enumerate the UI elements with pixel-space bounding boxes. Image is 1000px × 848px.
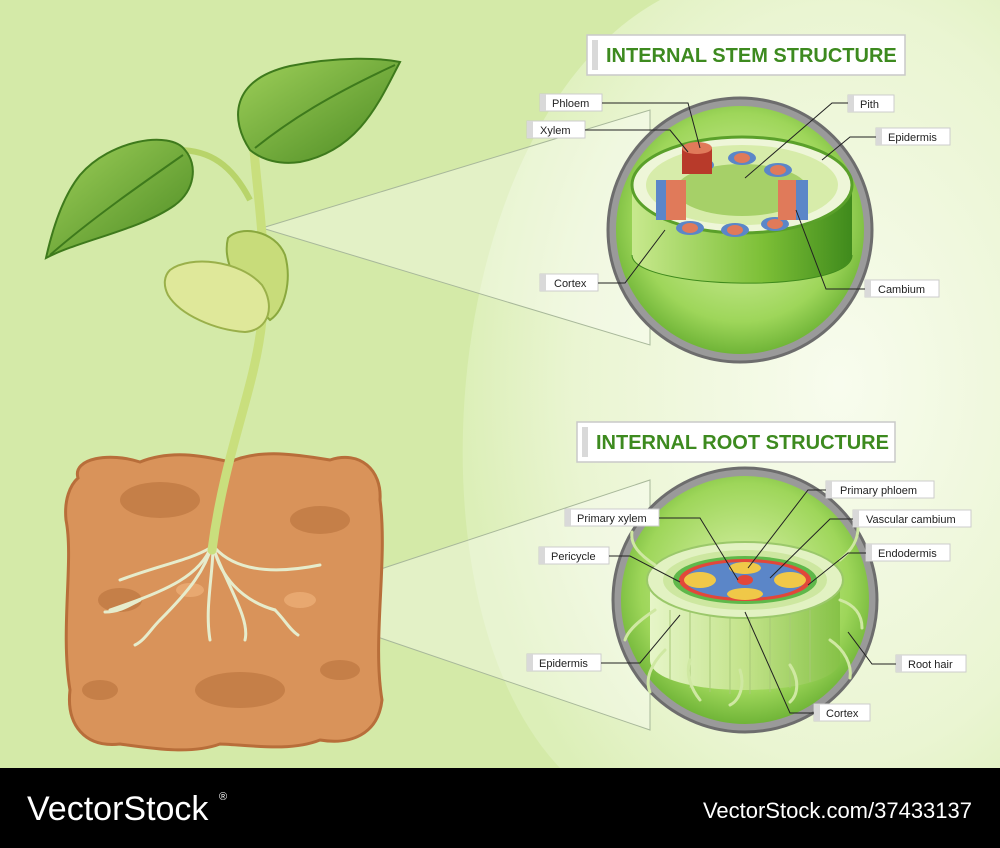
soil-block	[64, 452, 384, 752]
stem-labels: Phloem Xylem Pith Epidermis Cortex Cambi…	[526, 93, 951, 298]
plant-leaves	[44, 57, 402, 260]
label-stem-cortex: Cortex	[554, 278, 587, 290]
label-stem-epidermis: Epidermis	[888, 132, 937, 144]
label-root-primary-phloem: Primary phloem	[840, 485, 917, 497]
label-root-pericycle: Pericycle	[551, 551, 596, 563]
root-cross-section	[611, 466, 879, 734]
label-stem-cambium: Cambium	[878, 284, 925, 296]
label-root-epidermis: Epidermis	[539, 658, 588, 670]
leaf-stalk-left	[177, 147, 253, 202]
label-root-vascular-cambium: Vascular cambium	[866, 514, 956, 526]
stem-title: INTERNAL STEM STRUCTURE	[606, 45, 897, 67]
stem-cross-section	[606, 96, 874, 364]
watermark-brand-mark: ®	[219, 791, 227, 803]
root-vascular-core	[684, 562, 806, 600]
watermark-url: VectorStock.com/37433137	[703, 798, 972, 823]
label-stem-xylem: Xylem	[540, 125, 571, 137]
label-stem-pith: Pith	[860, 99, 879, 111]
cotyledons	[163, 230, 289, 334]
watermark-brand: VectorStock	[27, 790, 209, 828]
root-title: INTERNAL ROOT STRUCTURE	[596, 432, 889, 454]
label-root-root-hair: Root hair	[908, 659, 953, 671]
watermark-footer: VectorStock ® VectorStock.com/37433137	[0, 768, 1000, 848]
stem-title-banner: INTERNAL STEM STRUCTURE	[586, 34, 906, 76]
root-title-banner: INTERNAL ROOT STRUCTURE	[576, 421, 896, 463]
extracted-vascular-bundle	[682, 142, 712, 174]
label-root-endodermis: Endodermis	[878, 548, 937, 560]
label-stem-phloem: Phloem	[552, 98, 589, 110]
label-root-cortex: Cortex	[826, 708, 859, 720]
root-labels: Primary phloem Primary xylem Vascular ca…	[526, 480, 972, 722]
label-root-primary-xylem: Primary xylem	[577, 513, 647, 525]
